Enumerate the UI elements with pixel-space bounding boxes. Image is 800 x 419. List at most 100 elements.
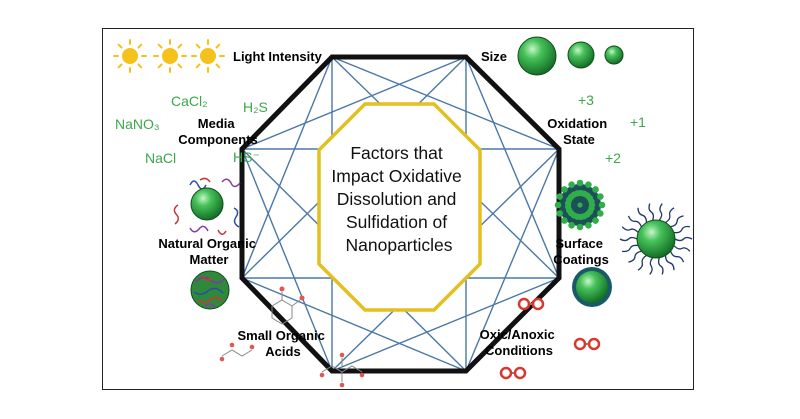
coating-dot: [554, 201, 562, 209]
oxygen-molecule-icon: [573, 337, 601, 351]
coating-dot: [577, 202, 583, 208]
oxygen-molecule-icon: [517, 297, 545, 311]
center-line-4: Sulfidation of: [346, 212, 447, 232]
oxidation-value-plus3: +3: [578, 92, 594, 108]
chem-hs: HS⁻: [233, 149, 260, 165]
nanoparticle-sphere-icon: [604, 45, 624, 65]
ligand-chain: [637, 254, 647, 271]
coating-dot: [568, 222, 575, 229]
oxygen-atom: [531, 297, 545, 311]
connection-line: [241, 277, 467, 372]
coating-dot: [585, 181, 592, 188]
ligand-chain: [674, 236, 693, 242]
ligand-chain: [622, 244, 639, 253]
ligand-chain: [619, 236, 638, 242]
coating-dot: [568, 181, 575, 188]
light-intensity-group: Light Intensity: [113, 39, 323, 73]
surface-coatings-group: Surface Coatings: [553, 179, 693, 307]
inner-octagon: [317, 102, 482, 312]
oxidation-value-plus2: +2: [605, 150, 621, 166]
ligand-chain: [628, 250, 642, 263]
ligand-chain: [669, 250, 685, 263]
coating-dot: [561, 217, 568, 224]
oxygen-atom: [513, 366, 527, 380]
coating-dot: [597, 210, 604, 217]
coating-dot: [592, 217, 599, 224]
outer-octagon: [239, 54, 562, 374]
oxygen-atom: [573, 337, 587, 351]
sun-icon: [191, 39, 225, 73]
ligand-chain: [665, 207, 675, 224]
connection-line: [465, 148, 560, 372]
center-line-1: Factors that: [350, 143, 443, 163]
coating-dot: [585, 222, 592, 229]
coating-dot: [576, 223, 584, 231]
oxygen-atom: [517, 297, 531, 311]
size-group: Size: [481, 36, 624, 76]
oxic-anoxic-group: Oxic/Anoxic Conditions: [480, 297, 601, 380]
oxidation-value-plus1: +1: [630, 114, 646, 130]
chem-nano3: NaNO₃: [115, 116, 160, 132]
coated-sphere-icon: [572, 267, 612, 307]
center-line-2: Impact Oxidative: [331, 166, 461, 186]
connection-line: [465, 56, 560, 279]
media-components-group: CaCl₂ H₂S NaNO₃ NaCl HS⁻ Media Component…: [115, 93, 268, 166]
oxygen-atom: [587, 337, 601, 351]
ligand-chain: [670, 215, 684, 228]
molecule-icon: [319, 352, 365, 388]
nanoparticle-sphere-icon: [567, 41, 595, 69]
oxidation-state-group: +3 +1 +2 Oxidation State: [547, 92, 646, 166]
connection-line: [241, 56, 467, 150]
connection-line: [241, 56, 333, 279]
coating-dot: [556, 193, 563, 200]
coated-particle-icon: [554, 179, 606, 231]
coating-dot: [592, 186, 599, 193]
label-natural-organic-matter: Natural Organic Matter: [158, 236, 259, 267]
nanoparticle-sphere-icon: [517, 36, 557, 76]
coating-dot: [561, 186, 568, 193]
sun-icon: [113, 39, 147, 73]
small-organic-acids-group: Small Organic Acids: [219, 286, 365, 388]
connection-line: [331, 56, 560, 150]
label-size: Size: [481, 49, 507, 64]
nom-group: Natural Organic Matter: [158, 177, 259, 310]
ligand-chain: [648, 203, 655, 221]
ligand-chain: [664, 255, 675, 271]
label-oxic-anoxic-conditions: Oxic/Anoxic Conditions: [480, 327, 559, 358]
oxygen-atom: [499, 366, 513, 380]
molecule-icon: [219, 342, 255, 362]
figure-frame: [102, 28, 694, 390]
ligand-chain: [673, 245, 691, 252]
chem-cacl2: CaCl₂: [171, 93, 208, 109]
connection-line: [241, 148, 333, 372]
label-media-components: Media Components: [178, 116, 257, 147]
ligand-chain: [657, 257, 664, 275]
ligand-chain: [658, 203, 663, 221]
sun-icon: [153, 39, 187, 73]
ligand-chain: [673, 225, 690, 234]
ligand-chain: [649, 257, 654, 275]
ligand-chain: [621, 226, 639, 233]
label-surface-coatings: Surface Coatings: [553, 236, 609, 267]
label-small-organic-acids: Small Organic Acids: [237, 328, 328, 359]
molecule-icon: [271, 286, 305, 325]
chem-nacl: NaCl: [145, 150, 176, 166]
oxygen-molecule-icon: [499, 366, 527, 380]
center-line-5: Nanoparticles: [346, 235, 453, 255]
coating-dot: [556, 210, 563, 217]
ligand-chain: [637, 207, 648, 223]
coating-dot: [576, 179, 584, 187]
connection-line: [331, 277, 560, 372]
ligand-chain: [627, 215, 643, 228]
label-oxidation-state: Oxidation State: [547, 116, 611, 147]
coating-dot: [588, 198, 595, 205]
coating-dot: [597, 193, 604, 200]
center-line-3: Dissolution and: [337, 189, 457, 209]
coating-dot: [598, 201, 606, 209]
ligand-particle-icon: [619, 203, 693, 275]
nom-sphere-icon: [190, 270, 230, 310]
center-title: Factors that Impact Oxidative Dissolutio…: [331, 143, 466, 255]
label-light-intensity: Light Intensity: [233, 49, 323, 64]
chem-h2s: H₂S: [243, 99, 268, 115]
